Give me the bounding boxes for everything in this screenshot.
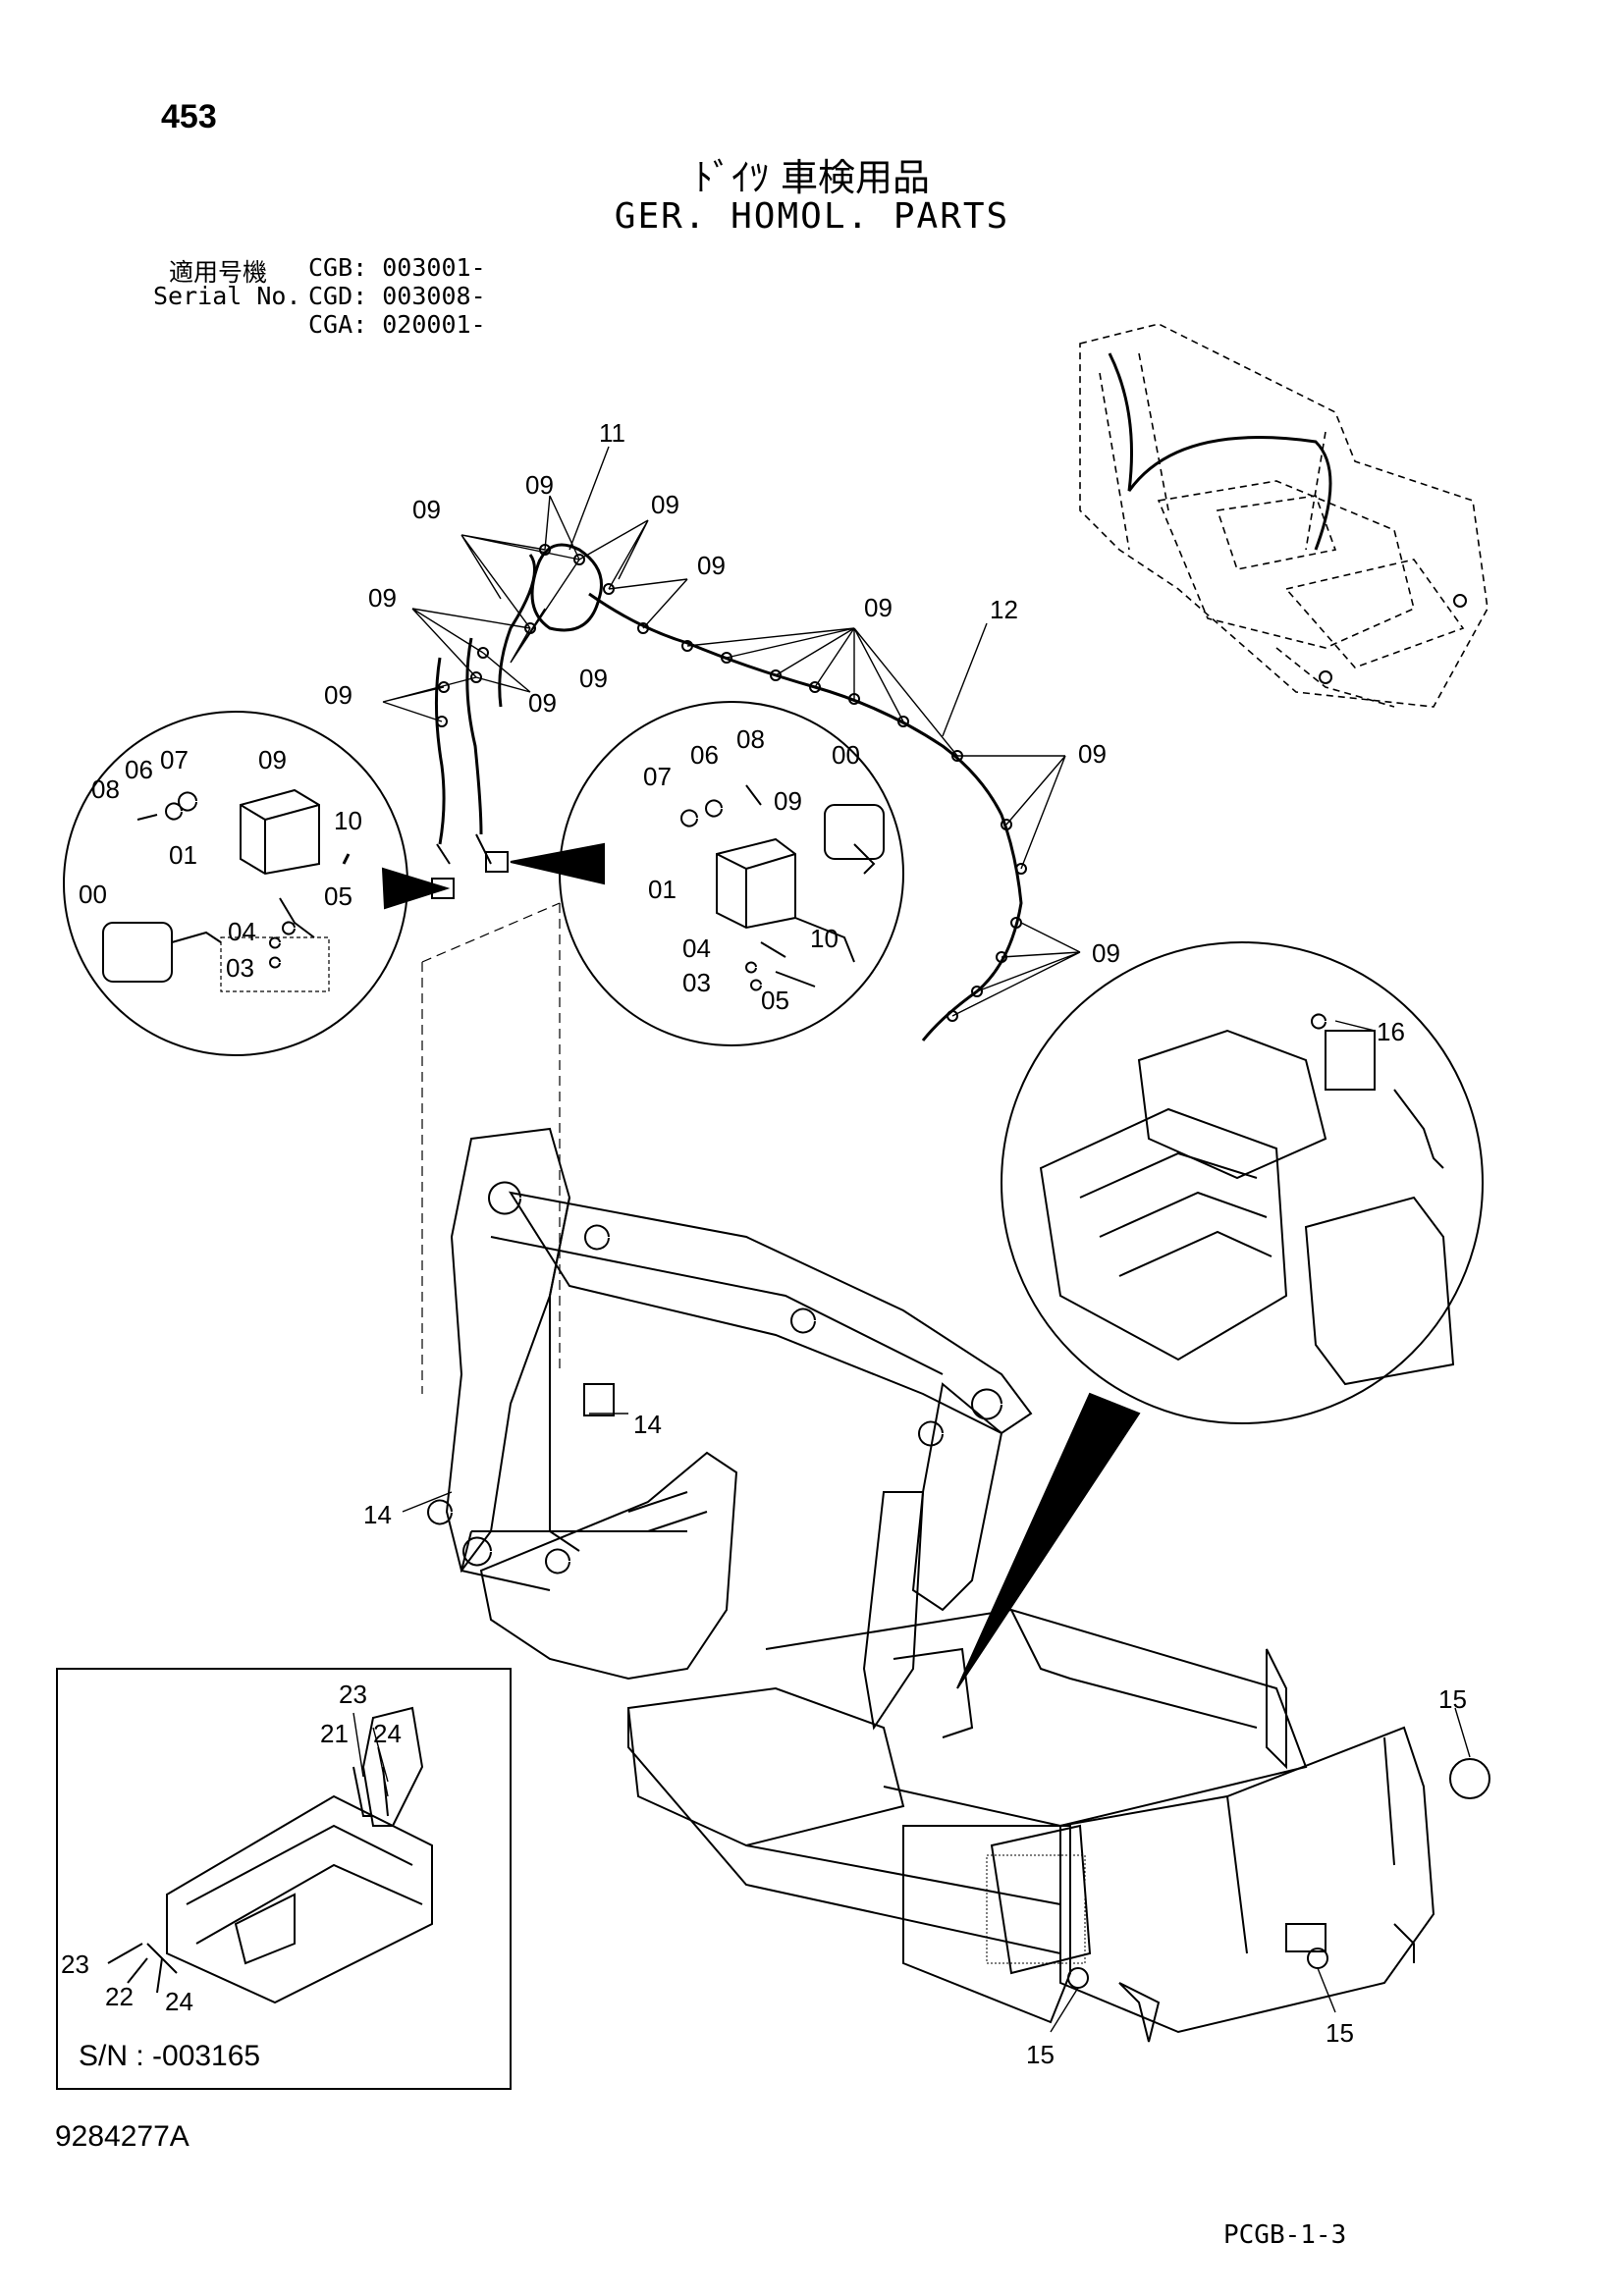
- serial-label-english: Serial No.: [153, 282, 301, 310]
- serial-entry-cgd: CGD: 003008-: [308, 282, 486, 310]
- callout-00: 00: [79, 880, 107, 909]
- callout-08: 08: [91, 774, 120, 804]
- callout-01: 01: [169, 840, 197, 870]
- callout-15: 15: [1438, 1684, 1467, 1714]
- callout-03: 03: [226, 953, 254, 983]
- excavator-upper-frame: [626, 1608, 1490, 2043]
- callout-10: 10: [810, 924, 839, 953]
- inset-serial-note: S/N : -003165: [79, 2040, 261, 2072]
- callout-16: 16: [1377, 1017, 1405, 1046]
- callout-08: 08: [736, 724, 765, 754]
- rear-license-plate-holder: [1285, 1923, 1326, 1952]
- machine-overview-drawing: [1079, 323, 1489, 708]
- drawing-number: 9284277A: [55, 2120, 189, 2153]
- callout-14: 14: [363, 1500, 392, 1529]
- detail-circle-right-lamp: [559, 701, 904, 1046]
- callout-23: 23: [339, 1680, 367, 1709]
- callout-09: 09: [774, 786, 802, 816]
- page-number: 453: [161, 98, 217, 135]
- callout-15: 15: [1026, 2040, 1055, 2069]
- callout-04: 04: [228, 917, 256, 946]
- serial-entry-cga: CGA: 020001-: [308, 310, 486, 339]
- callout-09: 09: [525, 470, 554, 500]
- rear-marking-plate: [1449, 1758, 1490, 1799]
- callout-24: 24: [373, 1719, 402, 1748]
- callout-09: 09: [864, 593, 893, 622]
- lamp-bracket-right: [485, 851, 509, 873]
- overview-lamp-left: [1319, 670, 1332, 684]
- serial-entry-cgb: CGB: 003001-: [308, 253, 486, 282]
- callout-05: 05: [761, 986, 789, 1015]
- callout-09: 09: [528, 688, 557, 718]
- callout-09: 09: [412, 495, 441, 524]
- callout-10: 10: [334, 806, 362, 835]
- page-title-japanese: ﾄﾞｲﾂ 車検用品: [693, 156, 931, 199]
- callout-03: 03: [682, 968, 711, 997]
- callout-01: 01: [648, 875, 677, 904]
- callout-14: 14: [633, 1410, 662, 1439]
- callout-labels: 11 09 09 09 09 09 09 09 09 09 12 09 09 0…: [61, 418, 1467, 2069]
- callout-09: 09: [1092, 938, 1120, 968]
- pointer-to-right-detail: [510, 842, 605, 885]
- callout-09: 09: [579, 664, 608, 693]
- callout-06: 06: [125, 755, 153, 784]
- callout-09: 09: [1078, 739, 1107, 769]
- harness-tag-markers: [436, 544, 1027, 1022]
- overview-harness-line: [1108, 352, 1332, 551]
- pointer-to-left-detail: [381, 867, 451, 910]
- page-code: PCGB-1-3: [1223, 2220, 1347, 2250]
- serial-label-japanese: 適用号機: [169, 258, 268, 287]
- callout-07: 07: [643, 762, 672, 791]
- callout-15: 15: [1326, 2018, 1354, 2048]
- callout-09: 09: [324, 680, 352, 710]
- overview-lamp-right: [1453, 594, 1467, 608]
- callout-09: 09: [697, 551, 726, 580]
- callout-09: 09: [368, 583, 397, 613]
- callout-04: 04: [682, 934, 711, 963]
- callout-leader-lines-lower: [402, 1020, 1471, 2033]
- callout-22: 22: [105, 1982, 134, 2011]
- rear-reflector-left: [1067, 1967, 1089, 1989]
- callout-24: 24: [165, 1987, 193, 2016]
- detail-circle-left-lamp: [63, 711, 408, 1056]
- excavator-front-attachment: [427, 1127, 1033, 1731]
- projection-lines: [421, 902, 561, 1394]
- callout-12: 12: [990, 595, 1018, 624]
- callout-leader-lines: [382, 446, 1081, 1017]
- inset-serial-note-box: [56, 1668, 512, 2090]
- callout-09: 09: [651, 490, 679, 519]
- pointer-to-relay-detail: [956, 1392, 1141, 1689]
- callout-09: 09: [258, 745, 287, 774]
- detail-circle-relay-box: [1001, 941, 1484, 1424]
- callout-11: 11: [599, 418, 625, 448]
- callout-21: 21: [320, 1719, 349, 1748]
- callout-00: 00: [832, 740, 860, 770]
- callout-07: 07: [160, 745, 189, 774]
- page-title-english: GER. HOMOL. PARTS: [614, 196, 1010, 237]
- callout-23: 23: [61, 1949, 89, 1979]
- callout-05: 05: [324, 881, 352, 911]
- callout-06: 06: [690, 740, 719, 770]
